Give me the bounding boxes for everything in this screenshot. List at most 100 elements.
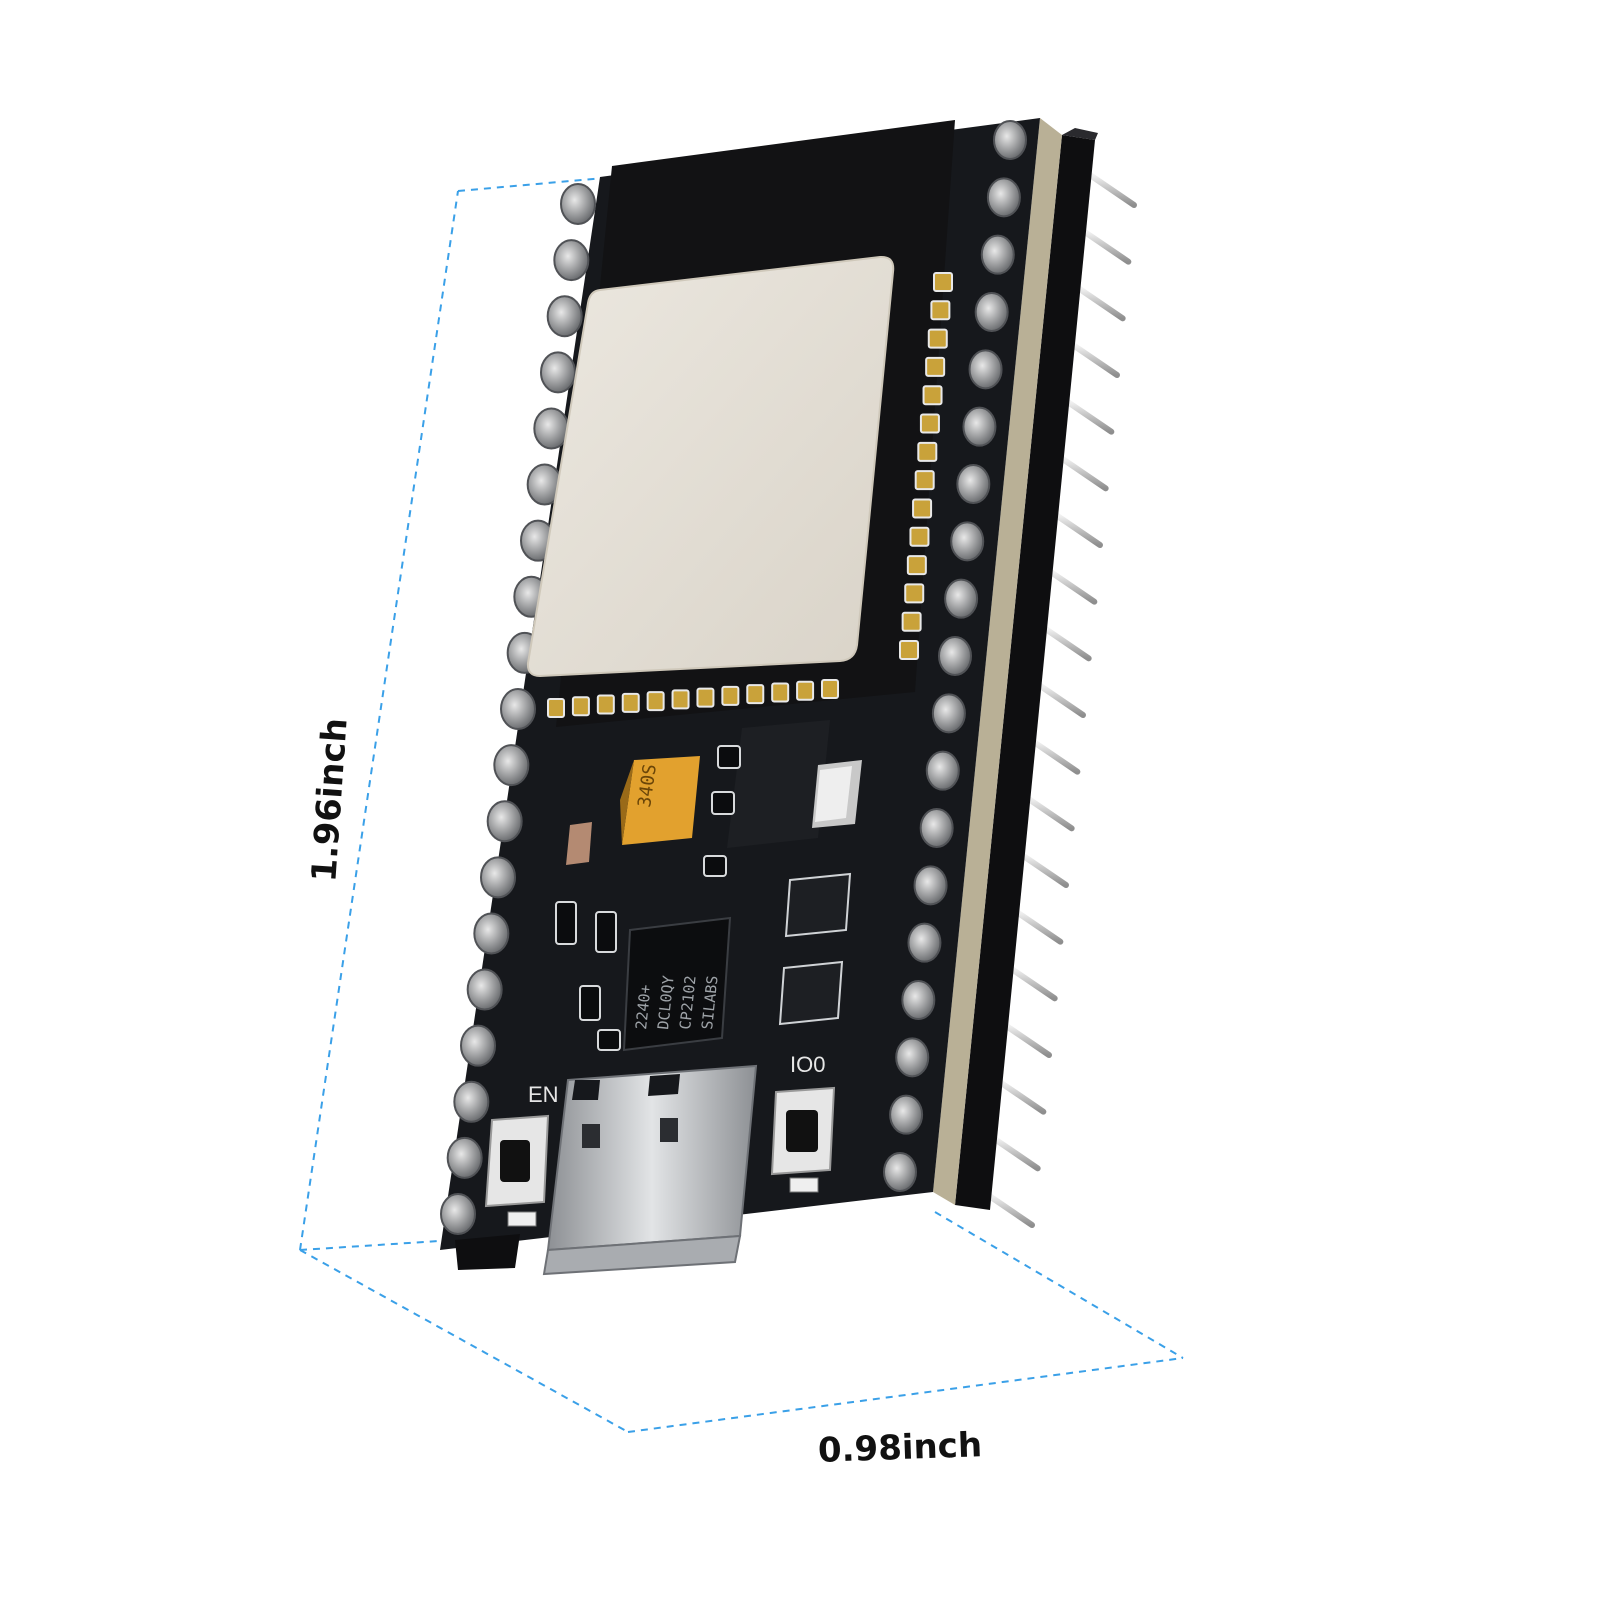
esp32-module-shield — [526, 255, 895, 678]
pad — [956, 464, 991, 504]
header-pin — [1019, 852, 1069, 888]
pad — [533, 407, 570, 450]
pad — [446, 1136, 483, 1179]
smd-parts — [555, 745, 741, 1051]
header-pin — [1024, 795, 1075, 832]
castellation — [925, 356, 946, 377]
pad — [974, 292, 1009, 332]
io0-label: IO0 — [790, 1052, 825, 1077]
voltage-regulator — [727, 720, 862, 848]
pad — [883, 1152, 917, 1192]
header-pin — [985, 1192, 1035, 1228]
header-pin — [1041, 625, 1092, 662]
tantalum-capacitor: 340S — [620, 756, 700, 845]
header-pin — [1036, 682, 1086, 718]
pad — [560, 183, 596, 225]
pad — [546, 295, 583, 338]
pad — [460, 1024, 496, 1067]
header-pin — [1013, 908, 1064, 945]
header-pin — [1075, 285, 1126, 322]
pad — [980, 234, 1015, 275]
pad — [480, 856, 516, 899]
right-header-plastic — [955, 135, 1095, 1210]
castellation — [596, 694, 615, 715]
castellation — [909, 526, 930, 547]
height-dimension-line — [299, 190, 459, 1251]
castellation — [547, 698, 565, 718]
width-dimension-label: 0.98inch — [817, 1425, 983, 1471]
header-pin — [1053, 512, 1103, 548]
chip-marking-line: DCL0QY — [654, 975, 678, 1031]
pad — [500, 688, 536, 730]
module-castellations — [547, 272, 953, 718]
header-pin — [1002, 1022, 1052, 1058]
castellation — [919, 413, 940, 434]
header-pin — [1058, 455, 1109, 492]
castellation — [901, 611, 922, 632]
board-edge — [933, 118, 1062, 1205]
height-top-extension — [457, 176, 616, 192]
pad — [540, 351, 576, 394]
castellation — [571, 696, 590, 717]
pad — [473, 912, 510, 955]
en-label: EN — [528, 1082, 559, 1107]
castellation — [927, 328, 948, 349]
castellation — [917, 441, 938, 462]
leds — [507, 1177, 819, 1227]
pad — [919, 808, 954, 848]
castellation — [671, 689, 690, 710]
pad — [453, 1080, 490, 1123]
header-pin — [1064, 398, 1115, 435]
width-left-extension — [299, 1249, 629, 1433]
castellation — [922, 385, 943, 406]
header-pin — [996, 1078, 1047, 1115]
io0-button[interactable] — [770, 1086, 836, 1176]
castellation — [933, 272, 953, 292]
castellation — [646, 691, 665, 712]
pad — [907, 922, 942, 963]
castellation — [771, 682, 790, 703]
pad — [466, 968, 503, 1011]
castellation — [696, 687, 715, 708]
castellation — [904, 583, 925, 604]
castellation — [621, 692, 640, 713]
chip-marking-line: 2240+ — [632, 984, 655, 1031]
pad — [931, 693, 966, 734]
chip-marking-line: SILABS — [698, 975, 722, 1031]
pad — [486, 800, 523, 843]
right-header-pins — [985, 172, 1137, 1228]
castellation — [899, 640, 919, 660]
width-right-extension — [934, 1211, 1184, 1359]
pad — [968, 349, 1003, 390]
width-dimension-line — [627, 1357, 1184, 1433]
header-pin — [1070, 342, 1120, 378]
castellation — [746, 684, 765, 705]
left-pad-row — [440, 183, 596, 1235]
pad — [925, 750, 960, 791]
castellation — [721, 685, 740, 706]
right-header-side — [1062, 128, 1098, 140]
pad — [938, 636, 972, 676]
header-pin — [1087, 172, 1137, 208]
header-pin — [1030, 738, 1081, 775]
pad — [493, 744, 530, 787]
pad — [993, 120, 1027, 160]
header-pin — [1007, 965, 1058, 1002]
pad — [901, 980, 936, 1020]
usb-c-connector[interactable] — [542, 1064, 758, 1276]
pad — [944, 578, 979, 619]
chip-marking-line: CP2102 — [676, 975, 700, 1031]
dimension-lines — [299, 176, 1184, 1433]
en-button[interactable] — [484, 1114, 550, 1208]
pad — [553, 239, 590, 282]
pad — [895, 1037, 930, 1078]
pad — [889, 1094, 924, 1135]
header-pin — [990, 1135, 1041, 1172]
height-bottom-extension — [299, 1239, 456, 1251]
pad — [440, 1193, 476, 1235]
castellation — [821, 679, 839, 699]
transistors — [778, 872, 852, 1026]
